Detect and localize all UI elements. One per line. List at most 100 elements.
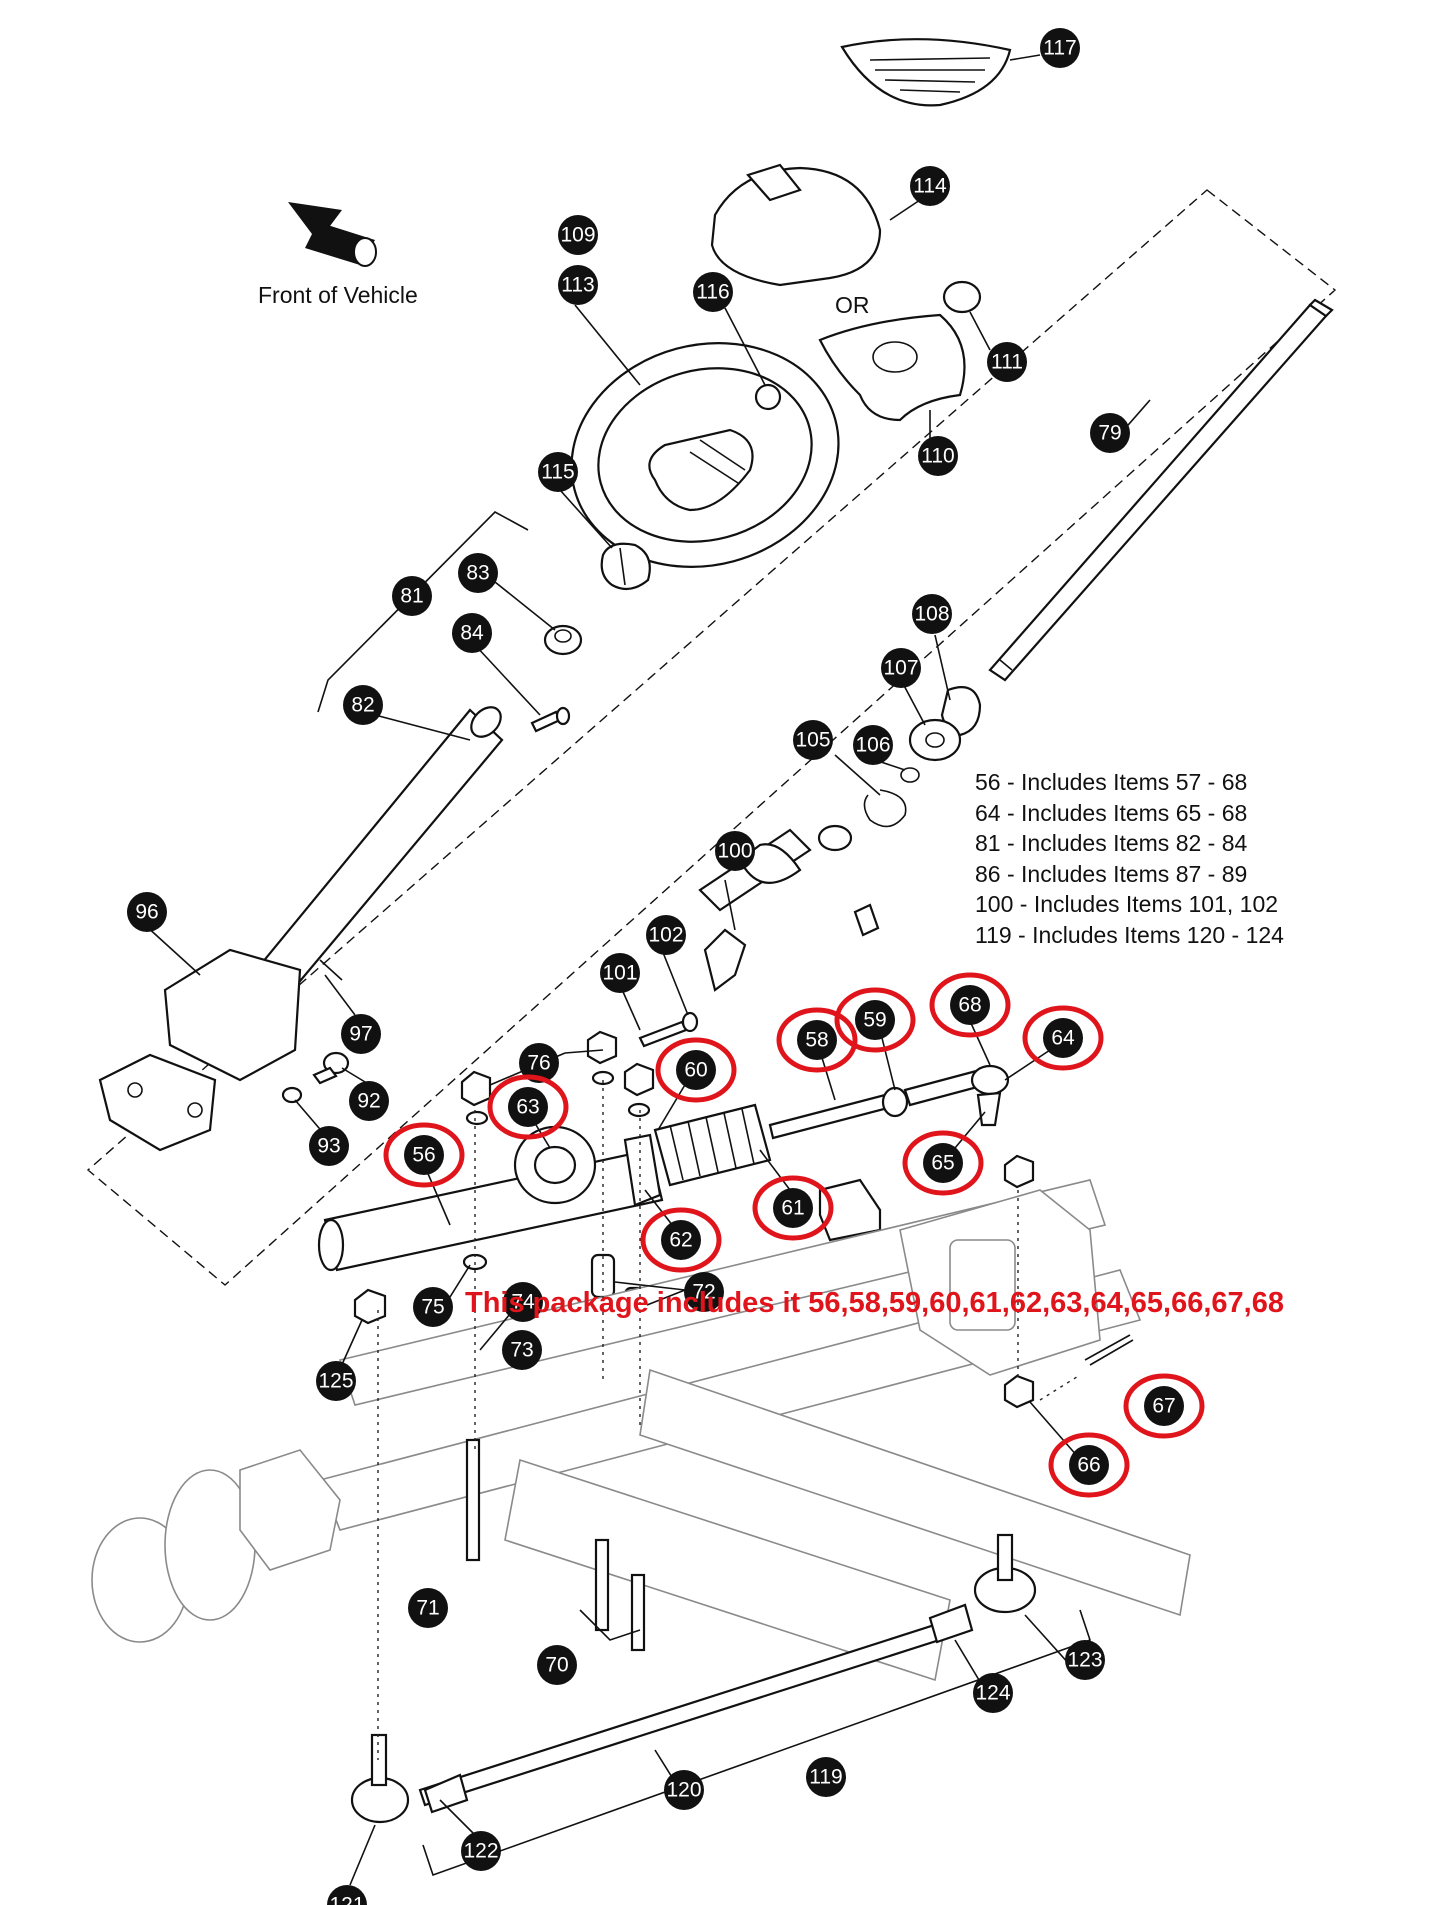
callout-disc bbox=[558, 215, 598, 255]
callout-disc bbox=[1043, 1018, 1083, 1058]
hub-adapter-part bbox=[600, 542, 651, 591]
callout-label: 66 bbox=[1077, 1454, 1100, 1477]
highlight-ring bbox=[1022, 1005, 1104, 1071]
callout-label: 75 bbox=[421, 1296, 444, 1319]
callout-disc bbox=[461, 1831, 501, 1871]
callout-74: 74 bbox=[503, 1282, 543, 1322]
callout-label: 96 bbox=[135, 901, 158, 924]
callout-label: 107 bbox=[883, 657, 918, 680]
highlight-ring bbox=[902, 1130, 984, 1196]
callout-label: 124 bbox=[975, 1682, 1010, 1705]
callout-disc bbox=[327, 1885, 367, 1905]
group-bracket-119 bbox=[422, 1609, 1092, 1877]
callout-disc bbox=[855, 1000, 895, 1040]
steering-wheel-part bbox=[570, 342, 840, 568]
callout-label: 115 bbox=[541, 461, 574, 484]
callout-disc bbox=[676, 1050, 716, 1090]
callout-63: 63 bbox=[487, 1074, 569, 1140]
callout-62: 62 bbox=[640, 1207, 722, 1273]
callout-disc bbox=[910, 166, 950, 206]
callout-label: 100 bbox=[717, 840, 752, 863]
callout-label: 70 bbox=[545, 1654, 568, 1677]
callout-113: 113 bbox=[558, 265, 598, 305]
group-bracket-70 bbox=[579, 1609, 641, 1641]
callout-label: 92 bbox=[357, 1090, 380, 1113]
callout-disc bbox=[715, 831, 755, 871]
callout-disc bbox=[127, 892, 167, 932]
callout-64: 64 bbox=[1022, 1005, 1104, 1071]
nut-76-part bbox=[460, 1070, 492, 1107]
callout-disc bbox=[646, 915, 686, 955]
highlight-ring bbox=[929, 972, 1011, 1038]
callout-label: 110 bbox=[921, 445, 954, 468]
front-direction-arrow-icon bbox=[288, 202, 377, 267]
callout-59: 59 bbox=[834, 987, 916, 1053]
steering-shaft-part bbox=[988, 298, 1334, 682]
callout-disc bbox=[881, 648, 921, 688]
callout-label: 82 bbox=[351, 694, 374, 717]
callout-disc bbox=[1065, 1640, 1105, 1680]
callout-71: 71 bbox=[408, 1588, 448, 1628]
callout-label: 101 bbox=[602, 962, 637, 985]
callout-79: 79 bbox=[1090, 413, 1130, 453]
nut-125-part bbox=[353, 1288, 387, 1325]
callout-disc bbox=[987, 342, 1027, 382]
callout-56: 56 bbox=[383, 1122, 465, 1188]
callout-70: 70 bbox=[537, 1645, 577, 1685]
callout-disc bbox=[341, 1014, 381, 1054]
callout-label: 61 bbox=[781, 1197, 804, 1220]
callout-disc bbox=[537, 1645, 577, 1685]
callout-117: 117 bbox=[1040, 28, 1080, 68]
callout-124: 124 bbox=[973, 1673, 1013, 1713]
includes-legend: 56 - Includes Items 57 - 68 64 - Include… bbox=[975, 767, 1284, 950]
callout-123: 123 bbox=[1065, 1640, 1105, 1680]
highlight-ring bbox=[383, 1122, 465, 1188]
callout-disc bbox=[793, 720, 833, 760]
callout-label: 102 bbox=[648, 924, 683, 947]
callout-label: 84 bbox=[460, 622, 484, 645]
callout-label: 122 bbox=[463, 1840, 498, 1863]
callout-114: 114 bbox=[910, 166, 950, 206]
callout-label: 123 bbox=[1067, 1649, 1102, 1672]
callout-116: 116 bbox=[693, 272, 733, 312]
retaining-ring-105-part bbox=[863, 789, 907, 828]
screw-84-part bbox=[530, 706, 571, 733]
highlight-ring bbox=[487, 1074, 569, 1140]
bolt-71-part bbox=[465, 1438, 481, 1562]
callout-105: 105 bbox=[793, 720, 833, 760]
callout-label: 59 bbox=[863, 1009, 886, 1032]
callout-disc bbox=[1090, 413, 1130, 453]
callout-disc bbox=[392, 576, 432, 616]
tie-rod-assembly-part bbox=[350, 1533, 1037, 1824]
center-pad-part bbox=[818, 313, 966, 422]
callout-label: 121 bbox=[329, 1894, 364, 1905]
callout-label: 74 bbox=[511, 1291, 535, 1314]
callout-115: 115 bbox=[538, 452, 578, 492]
nut-76b-part bbox=[586, 1030, 618, 1065]
callout-109: 109 bbox=[558, 215, 598, 255]
callout-disc bbox=[452, 613, 492, 653]
callout-100: 100 bbox=[715, 831, 755, 871]
bearing-107-part bbox=[908, 718, 962, 762]
callout-disc bbox=[684, 1272, 724, 1312]
includes-legend-item: 64 - Includes Items 65 - 68 bbox=[975, 799, 1248, 826]
highlight-ring bbox=[776, 1007, 858, 1073]
bolt-70b-part bbox=[630, 1573, 646, 1652]
callout-label: 76 bbox=[527, 1052, 550, 1075]
callout-disc bbox=[503, 1282, 543, 1322]
callout-107: 107 bbox=[881, 648, 921, 688]
callout-disc bbox=[508, 1087, 548, 1127]
callout-label: 109 bbox=[560, 224, 595, 247]
castle-nut-66-part bbox=[1003, 1374, 1035, 1409]
callout-label: 105 bbox=[795, 729, 830, 752]
callout-102: 102 bbox=[646, 915, 686, 955]
cotter-pin-67-part bbox=[1084, 1334, 1131, 1361]
callout-disc bbox=[853, 725, 893, 765]
highlight-ring bbox=[655, 1037, 737, 1103]
callout-68: 68 bbox=[929, 972, 1011, 1038]
callout-97: 97 bbox=[341, 1014, 381, 1054]
callout-label: 93 bbox=[317, 1135, 340, 1158]
callout-label: 108 bbox=[914, 603, 949, 626]
